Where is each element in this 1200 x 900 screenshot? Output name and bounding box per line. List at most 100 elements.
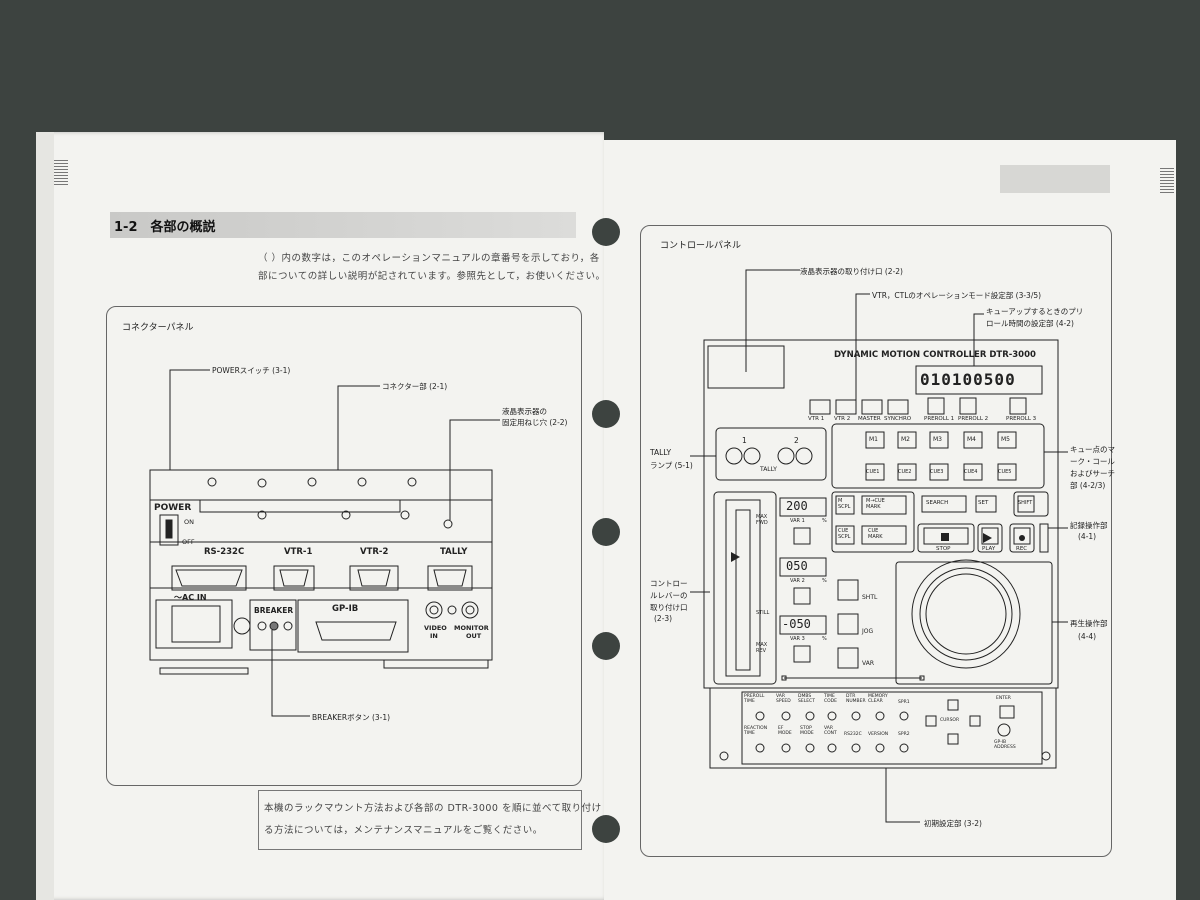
setup-var-speed[interactable]: VAR SPEED [776,694,791,704]
play-button[interactable]: PLAY [982,546,996,552]
enter-button[interactable]: ENTER [996,696,1011,701]
memory-button-m4[interactable]: M4 [967,436,976,443]
page-edge-ticks [54,160,68,186]
cue-button-4[interactable]: CUE4 [964,469,978,475]
callout-record-1: 記録操作部 [1070,521,1108,530]
callout-lcd-screw-2: 固定用ねじ穴 (2-2) [502,418,568,427]
memory-button-m3[interactable]: M3 [933,436,942,443]
label-gpib: GP-IB [332,604,359,614]
binder-hole [592,518,620,546]
label-monitor-out-1: MONITOR [454,624,489,632]
label-rs232c: RS-232C [204,547,245,557]
setup-reaction-time[interactable]: REACTION TIME [744,726,768,736]
var1-unit: % [822,518,827,524]
binding-margin [36,132,54,900]
setup-time-code[interactable]: TIME CODE [824,694,837,704]
callout-lever-4: (2-3) [654,614,673,623]
callout-lcd-screw-1: 液晶表示器の [502,407,547,416]
label-power: POWER [154,503,192,513]
connector-panel-frame [106,306,582,786]
label-vtr2: VTR-2 [360,547,389,557]
setup-stop-mode[interactable]: STOP MODE [800,726,814,736]
cue-button-5[interactable]: CUE5 [998,469,1012,475]
binder-hole [592,218,620,246]
callout-tally-lamp-1: TALLY [650,448,672,457]
device-title: DYNAMIC MOTION CONTROLLER DTR-3000 [834,350,1036,360]
callout-connector-section: コネクター部 (2-1) [382,382,448,391]
memory-button-m5[interactable]: M5 [1001,436,1010,443]
label-video-in-2: IN [430,632,438,640]
setup-dmbs-select[interactable]: DMBS SELECT [798,694,815,704]
intro-text-line-2: 部についての詳しい説明が記されています。参照先として，お使いください。 [258,271,606,282]
search-button[interactable]: SEARCH [926,500,949,506]
preroll-button-2[interactable]: PREROLL 2 [958,416,989,422]
var2-unit: % [822,578,827,584]
m-scpl-button[interactable]: M SCPL [838,498,851,510]
callout-cue-mark-3: およびサーチ [1070,469,1115,478]
mode-button-master[interactable]: MASTER [858,416,881,422]
shift-button[interactable]: SHIFT [1018,500,1033,506]
control-panel-frame [640,225,1112,857]
rec-button[interactable]: REC [1016,546,1028,552]
setup-version[interactable]: VERSION [868,732,889,737]
var1-display: 200 [786,499,808,513]
mode-button-vtr1[interactable]: VTR 1 [808,416,825,422]
callout-lever-1: コントロー [650,579,688,588]
setup-ef-mode[interactable]: EF MODE [778,726,792,736]
section-title: 1-2 各部の概説 [114,220,216,235]
setup-rs232c[interactable]: RS232C [844,732,862,737]
memory-button-m1[interactable]: M1 [869,436,878,443]
intro-text-line-1: （ ）内の数字は，このオペレーションマニュアルの章番号を示しており，各 [258,253,600,264]
note-box [258,790,582,850]
var-button[interactable]: VAR [862,660,874,667]
setup-dtr-number[interactable]: DTR NUMBER [846,694,866,704]
label-breaker: BREAKER [254,606,294,615]
callout-lcd-mount: 液晶表示器の取り付け口 (2-2) [800,267,903,276]
note-line-1: 本機のラックマウント方法および各部の DTR-3000 を順に並べて取り付け [264,803,602,814]
set-button[interactable]: SET [978,500,989,506]
lever-label-still: STILL [756,610,770,616]
callout-playback-1: 再生操作部 [1070,619,1108,628]
var3-display: -050 [782,617,811,631]
cue-button-2[interactable]: CUE2 [898,469,912,475]
preroll-button-1[interactable]: PREROLL 1 [924,416,955,422]
label-on: ON [184,518,194,526]
var1-label: VAR 1 [790,518,805,524]
setup-memory-clear[interactable]: MEMORY CLEAR [868,694,888,704]
label-vtr1: VTR-1 [284,547,313,557]
cursor-label: CURSOR [940,718,960,723]
gpib-address-dial[interactable]: GP-IB ADDRESS [994,740,1016,750]
preroll-display: 010100500 [920,370,1016,389]
cue-button-3[interactable]: CUE3 [930,469,944,475]
preroll-button-3[interactable]: PREROLL 3 [1006,416,1037,422]
label-tally: TALLY [440,547,468,557]
setup-var-cont[interactable]: VAR CONT [824,726,837,736]
callout-preroll-2: ロール時間の設定部 (4-2) [986,319,1074,328]
cue-mark-button[interactable]: CUE MARK [868,528,883,540]
cue-scpl-button[interactable]: CUE SCPL [838,528,851,540]
memory-button-m2[interactable]: M2 [901,436,910,443]
shtl-button[interactable]: SHTL [862,594,878,601]
tally-number-1: 1 [742,436,747,445]
setup-spr1[interactable]: SPR1 [898,700,910,705]
m-cue-mark-button[interactable]: M→CUE MARK [866,498,885,510]
binder-hole [592,632,620,660]
cue-button-1[interactable]: CUE1 [866,469,880,475]
mode-button-synchro[interactable]: SYNCHRO [884,416,912,422]
var2-display: 050 [786,559,808,573]
callout-record-2: (4-1) [1078,532,1097,541]
callout-lever-2: ルレバーの [650,591,688,600]
callout-initial-setup: 初期設定部 (3-2) [924,819,982,828]
label-ac-in: ～AC IN [174,593,207,602]
binder-hole [592,400,620,428]
var3-label: VAR 3 [790,636,805,642]
stop-button[interactable]: STOP [936,546,951,552]
jog-button[interactable]: JOG [862,628,874,635]
setup-spr2[interactable]: SPR2 [898,732,910,737]
setup-preroll-time[interactable]: PREROLL TIME [744,694,765,704]
note-line-2: る方法については，メンテナンスマニュアルをご覧ください。 [264,825,543,836]
mode-button-vtr2[interactable]: VTR 2 [834,416,851,422]
callout-cue-mark-2: ーク・コール [1070,457,1115,466]
callout-cue-mark-4: 部 (4-2/3) [1070,481,1106,490]
label-off: OFF [182,538,195,546]
